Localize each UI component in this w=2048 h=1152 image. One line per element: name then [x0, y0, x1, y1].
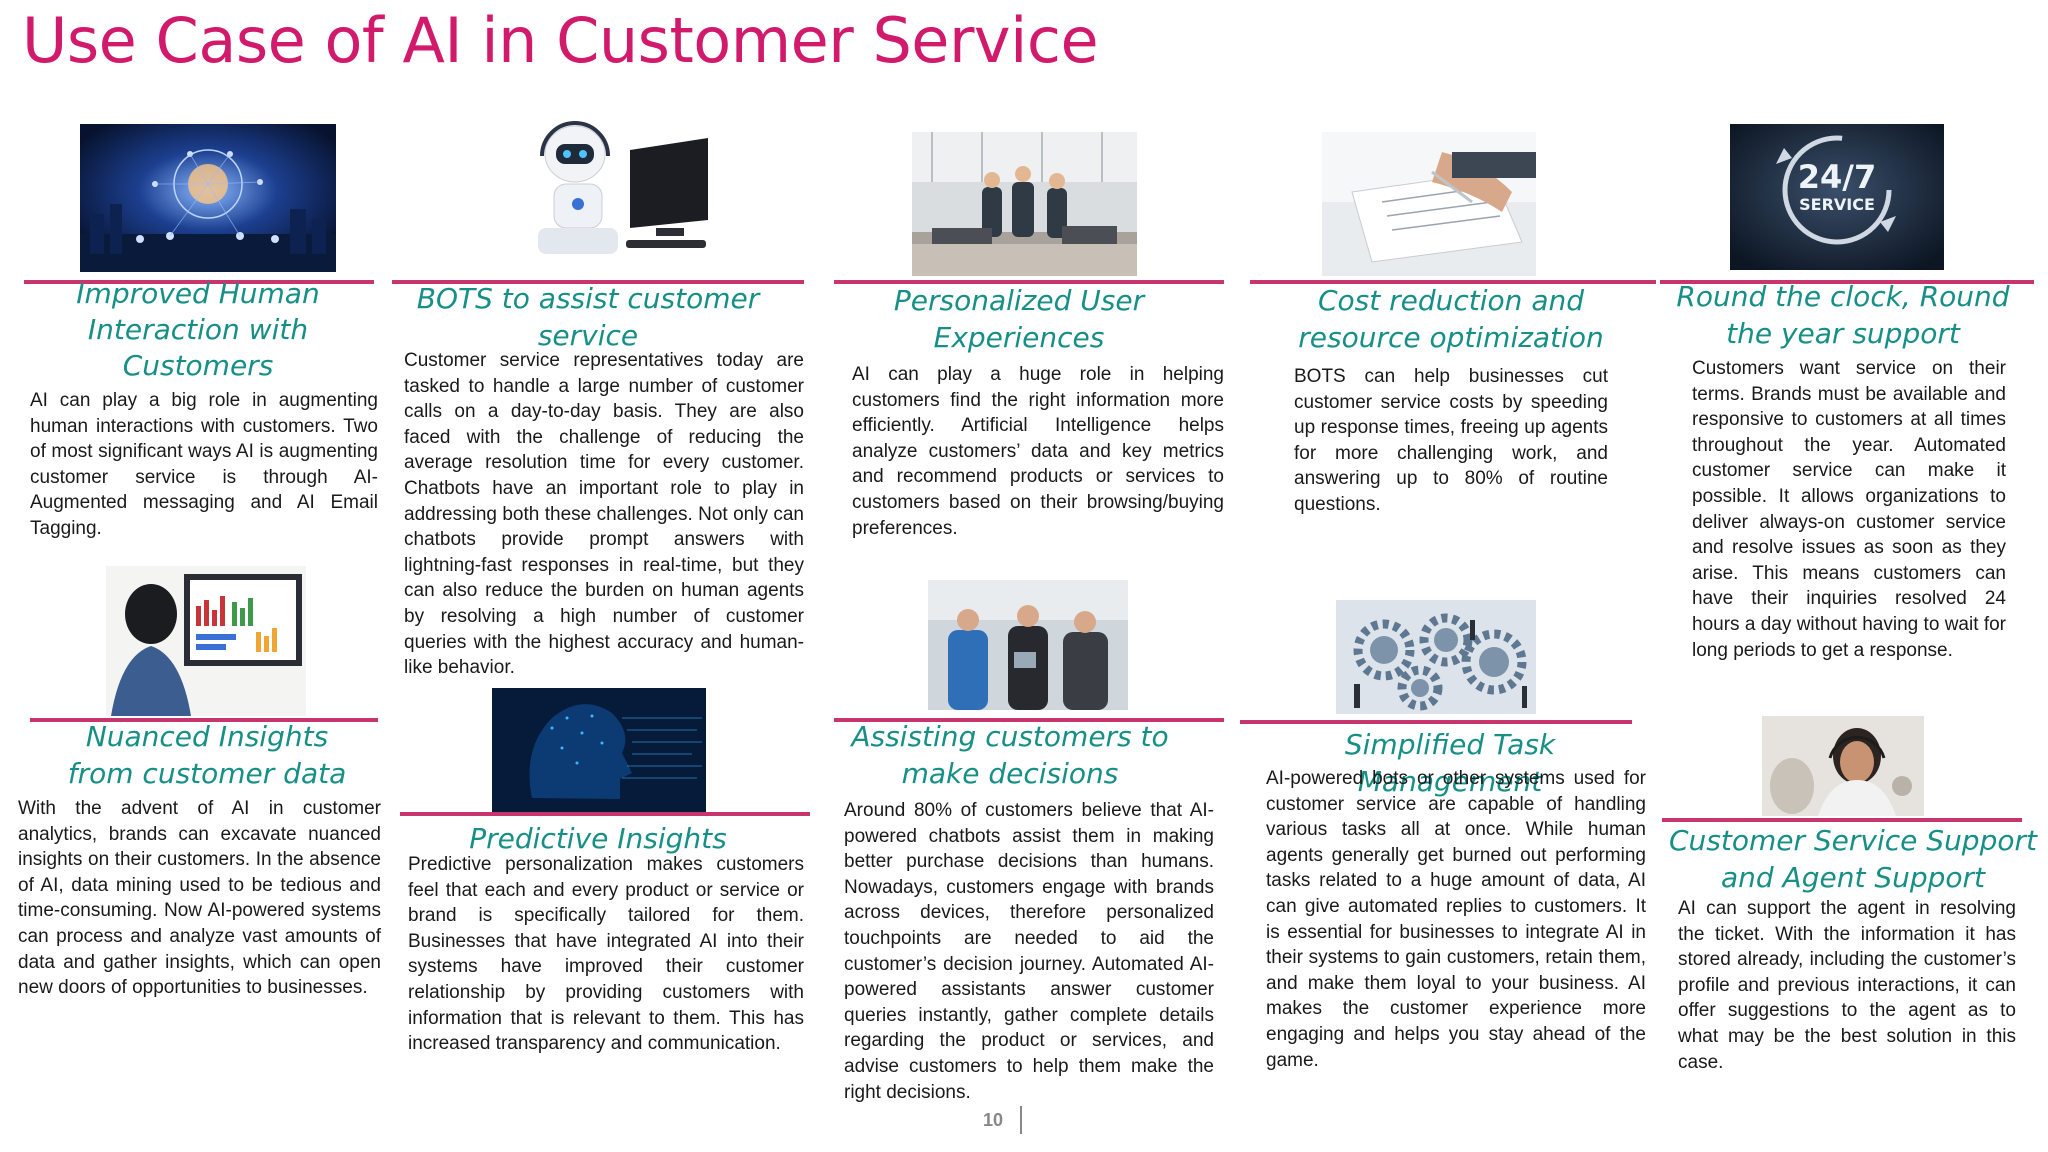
- divider-rule: [1660, 280, 2034, 284]
- card-text-human-interaction: AI can play a big role in augmenting hum…: [30, 390, 378, 539]
- card-text-simplified: AI-powered bots or other systems used fo…: [1266, 768, 1646, 1071]
- gears-image: [1336, 600, 1536, 714]
- card-heading-personalized: Personalized User Experiences: [893, 284, 1145, 354]
- card-heading-predictive: Predictive Insights: [469, 822, 727, 855]
- divider-rule: [392, 280, 804, 284]
- card-heading-simplified: Simplified Task Management: [1344, 728, 1556, 798]
- badge-service-text: SERVICE: [1799, 195, 1875, 214]
- card-heading-agent-support: Customer Service Support and Agent Suppo…: [1669, 824, 2037, 894]
- office-team-image: [912, 132, 1137, 276]
- badge-247-text: 24/7: [1798, 158, 1876, 196]
- divider-rule: [1662, 818, 2022, 822]
- card-text-personalized: AI can play a huge role in helping custo…: [852, 364, 1224, 539]
- divider-rule: [1250, 280, 1656, 284]
- card-text-cost: BOTS can help businesses cut customer se…: [1294, 366, 1608, 515]
- customers-assist-image: [928, 580, 1128, 710]
- analytics-screen-image: [106, 566, 306, 716]
- support-agent-image: [1762, 716, 1924, 816]
- divider-rule: [400, 812, 810, 816]
- service-247-image: 24/7 SERVICE: [1730, 124, 1944, 270]
- card-text-round-clock: Customers want service on their terms. B…: [1692, 358, 2006, 661]
- card-text-agent-support: AI can support the agent in resolving th…: [1678, 898, 2016, 1073]
- card-text-assisting: Around 80% of customers believe that AI-…: [844, 800, 1214, 1103]
- card-text-bots: Customer service representatives today a…: [404, 350, 804, 679]
- divider-rule: [24, 280, 374, 284]
- card-heading-bots: BOTS to assist customer service: [416, 282, 760, 352]
- robot-computer-image: [520, 112, 716, 266]
- cost-documents-image: [1322, 132, 1536, 276]
- card-heading-assisting: Assisting customers to make decisions: [851, 720, 1169, 790]
- card-heading-nuanced: Nuanced Insights from customer data: [67, 720, 347, 790]
- page-number: 10: [983, 1110, 1004, 1130]
- card-heading-cost: Cost reduction and resource optimization: [1298, 284, 1604, 354]
- page-number-divider: [1020, 1106, 1022, 1134]
- divider-rule: [1240, 720, 1632, 724]
- ai-network-image: [80, 124, 336, 272]
- page-title: Use Case of AI in Customer Service: [22, 4, 1099, 77]
- card-heading-human-interaction: Improved Human Interaction with Customer…: [76, 277, 320, 382]
- divider-rule: [30, 718, 378, 722]
- ai-head-digital-image: [492, 688, 706, 812]
- divider-rule: [834, 718, 1224, 722]
- card-text-nuanced: With the advent of AI in customer analyt…: [18, 798, 381, 999]
- card-heading-round-clock: Round the clock, Round the year support: [1676, 280, 2010, 350]
- card-text-predictive: Predictive personalization makes custome…: [408, 854, 804, 1055]
- divider-rule: [834, 280, 1224, 284]
